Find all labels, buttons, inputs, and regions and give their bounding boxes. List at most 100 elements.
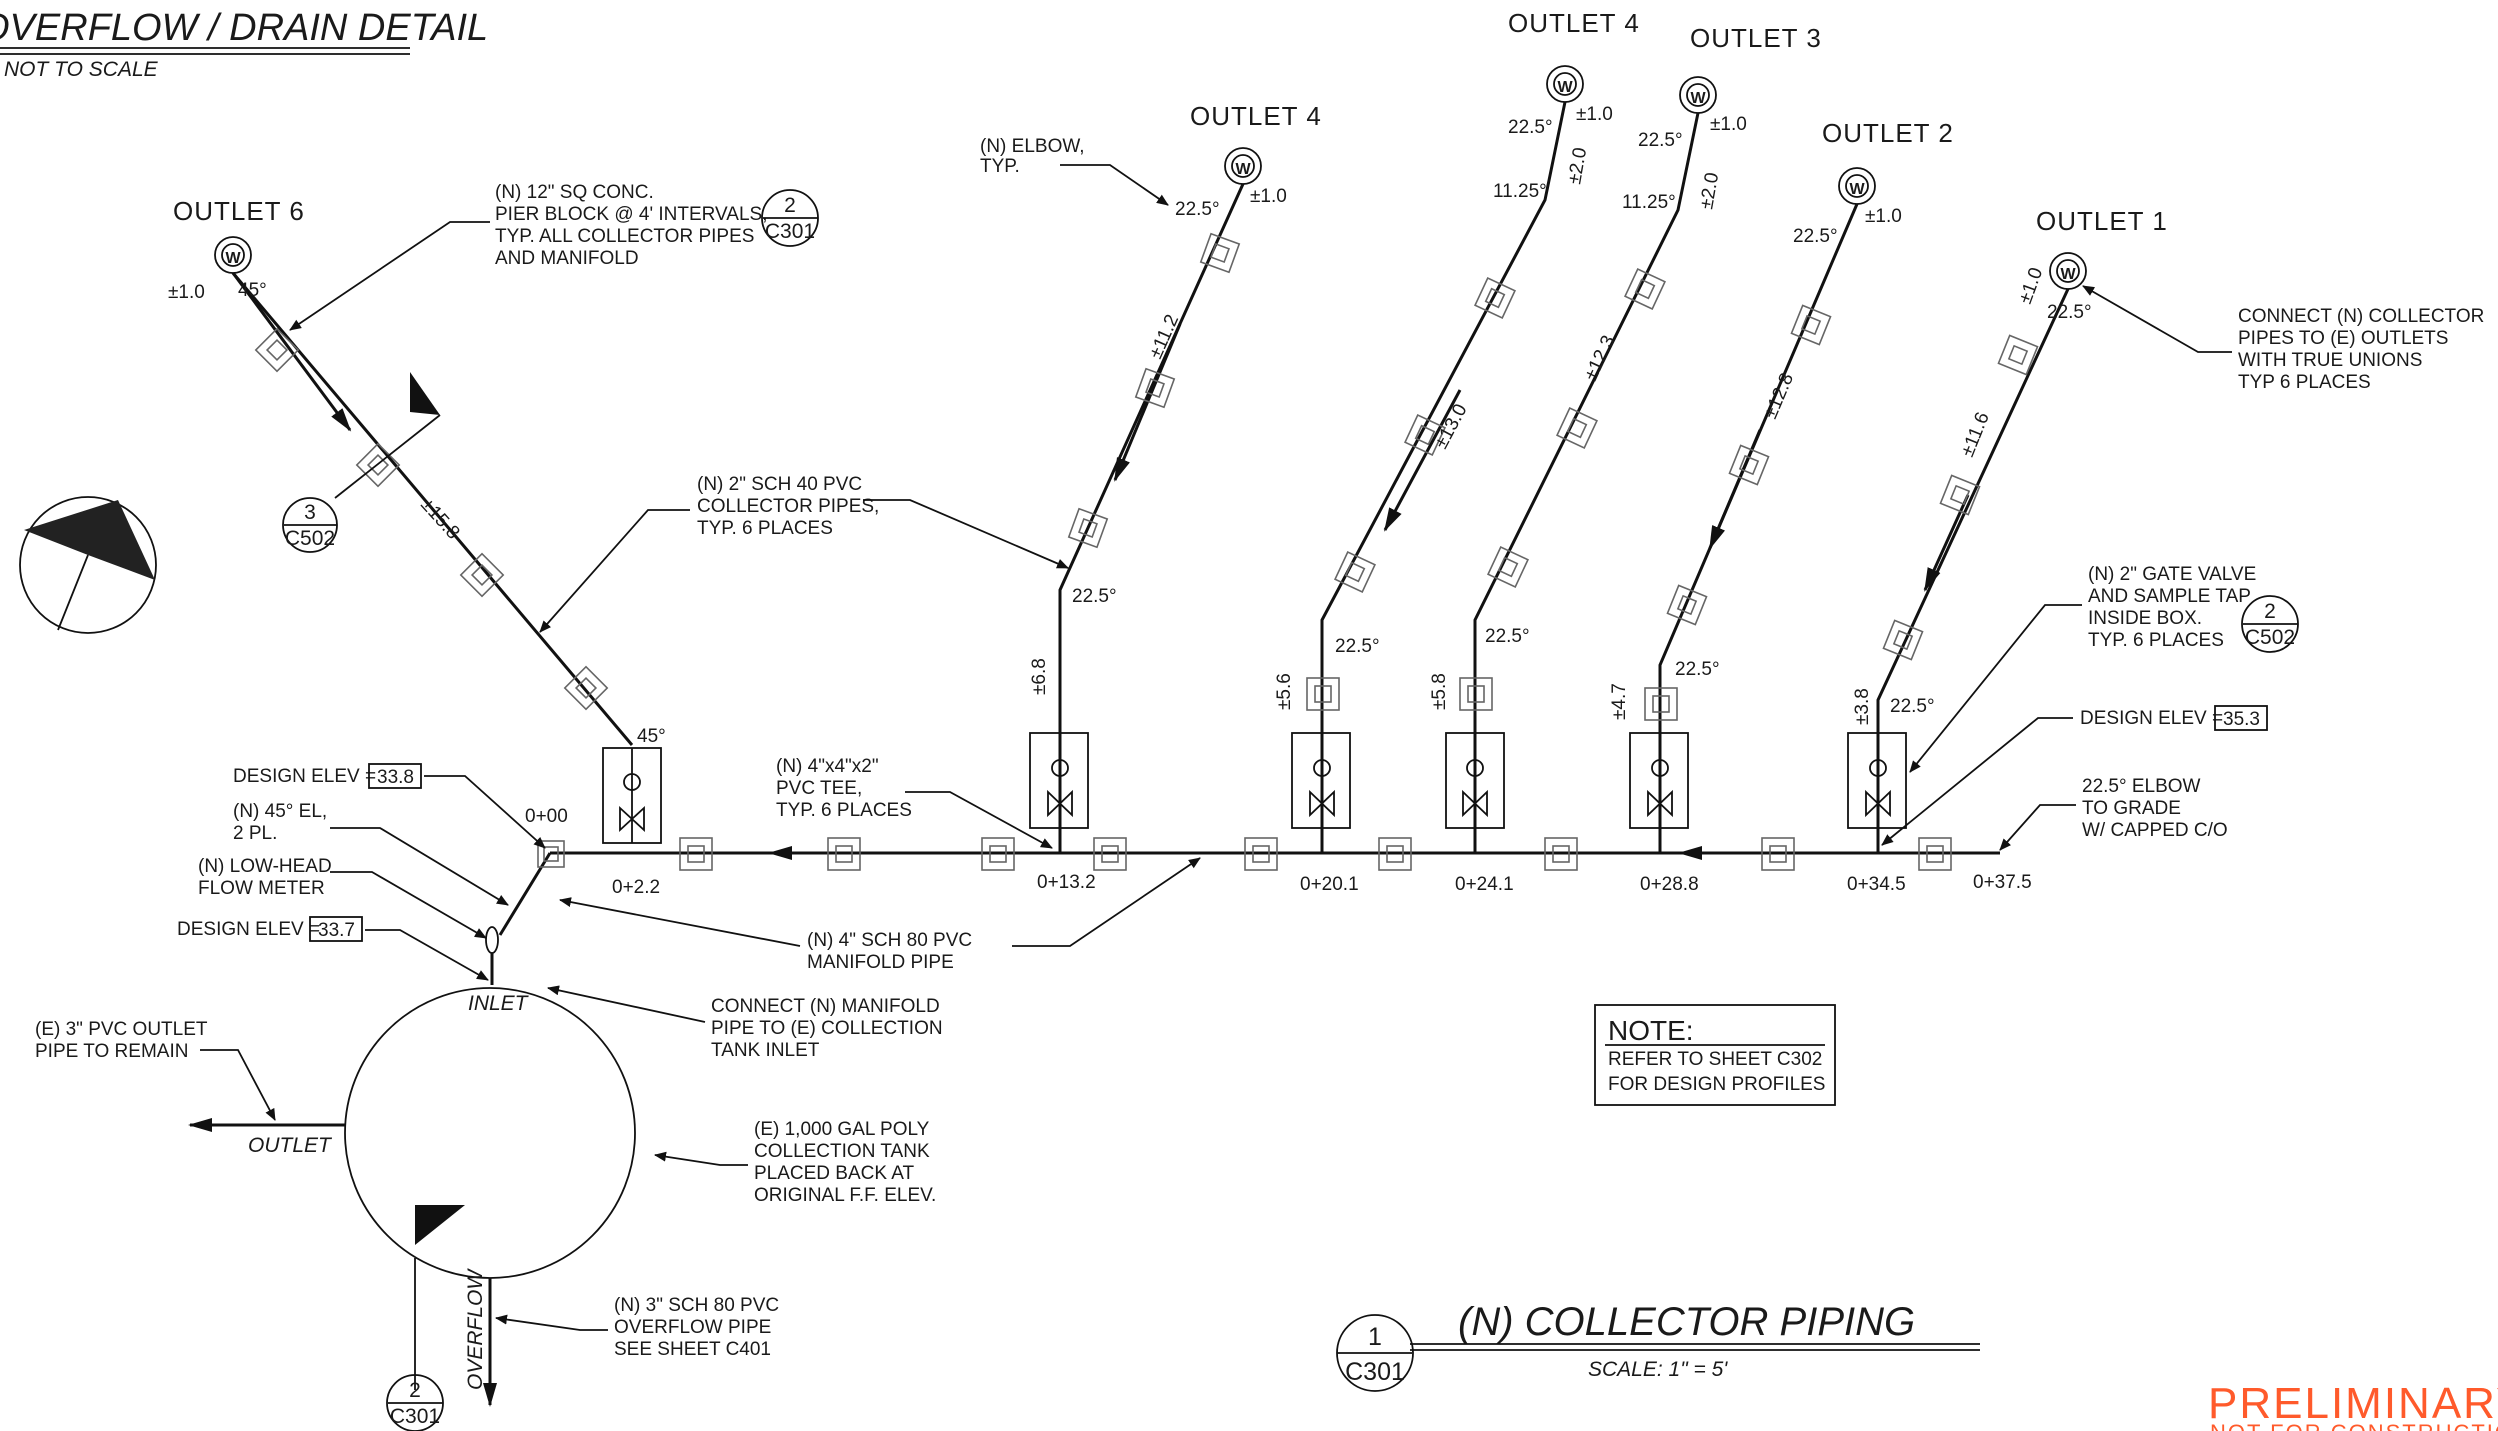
outlet-3-label: OUTLET 3 bbox=[1690, 23, 1822, 53]
svg-text:2: 2 bbox=[2264, 600, 2276, 623]
svg-text:TYP. 6 PLACES: TYP. 6 PLACES bbox=[697, 518, 833, 539]
callout-connect-manifold: CONNECT (N) MANIFOLD PIPE TO (E) COLLECT… bbox=[547, 985, 943, 1061]
svg-text:(N) 4"x4"x2": (N) 4"x4"x2" bbox=[776, 756, 879, 777]
svg-text:33.7: 33.7 bbox=[318, 920, 355, 941]
svg-text:(N) 4" SCH 80 PVC: (N) 4" SCH 80 PVC bbox=[807, 930, 972, 951]
station-labels: 0+00 0+2.2 0+13.2 0+20.1 0+24.1 0+28.8 0… bbox=[525, 806, 2032, 898]
svg-text:TANK INLET: TANK INLET bbox=[711, 1040, 820, 1061]
svg-text:C301: C301 bbox=[390, 1405, 440, 1428]
note-title: NOTE: bbox=[1608, 1015, 1694, 1046]
svg-text:±2.0: ±2.0 bbox=[1696, 171, 1723, 211]
outlet-labels: OUTLET 6 OUTLET 4 OUTLET 4 OUTLET 3 OUTL… bbox=[173, 8, 2167, 236]
collection-tank: INLET OUTLET OVERFLOW bbox=[188, 987, 636, 1407]
svg-text:±1.0: ±1.0 bbox=[1865, 206, 1902, 227]
svg-text:W/ CAPPED C/O: W/ CAPPED C/O bbox=[2082, 820, 2228, 841]
svg-text:PIPES TO (E) OUTLETS: PIPES TO (E) OUTLETS bbox=[2238, 328, 2448, 349]
svg-text:0+2.2: 0+2.2 bbox=[612, 877, 660, 898]
svg-text:TYP.: TYP. bbox=[980, 156, 1020, 177]
svg-text:22.5°: 22.5° bbox=[1485, 626, 1530, 647]
svg-text:FLOW METER: FLOW METER bbox=[198, 878, 325, 899]
manifold-pipe bbox=[485, 846, 2000, 985]
main-title-block: 1 C301 (N) COLLECTOR PIPING SCALE: 1" = … bbox=[1336, 1300, 1980, 1392]
outlet-6-branch: W 3 C502 bbox=[214, 236, 634, 746]
svg-text:W: W bbox=[225, 250, 241, 267]
valve-box-6 bbox=[602, 747, 662, 844]
main-title: (N) COLLECTOR PIPING bbox=[1458, 1300, 1915, 1344]
svg-text:(N) 12" SQ CONC.: (N) 12" SQ CONC. bbox=[495, 182, 654, 203]
not-to-scale-label: NOT TO SCALE bbox=[4, 58, 159, 81]
dimension-labels: ±1.0 45° ±15.8 45° 22.5° ±1.0 ±11.2 22.5… bbox=[168, 104, 2092, 747]
svg-text:CONNECT (N) COLLECTOR: CONNECT (N) COLLECTOR bbox=[2238, 306, 2484, 327]
svg-text:C502: C502 bbox=[2245, 626, 2295, 649]
svg-text:±6.8: ±6.8 bbox=[1029, 658, 1050, 695]
preliminary-stamp: PRELIMINARY NOT FOR CONSTRUCTION bbox=[2208, 1379, 2498, 1431]
svg-text:2: 2 bbox=[409, 1379, 421, 1402]
svg-text:C301: C301 bbox=[765, 220, 815, 243]
callout-design-elev-33-8: DESIGN ELEV = 33.8 bbox=[233, 763, 546, 849]
svg-text:±5.6: ±5.6 bbox=[1274, 673, 1295, 710]
svg-text:±5.8: ±5.8 bbox=[1429, 673, 1450, 710]
callout-collector-pipes: (N) 2" SCH 40 PVC COLLECTOR PIPES, TYP. … bbox=[539, 474, 1069, 633]
note-box: NOTE: REFER TO SHEET C302 FOR DESIGN PRO… bbox=[1594, 1004, 1836, 1106]
main-scale: SCALE: 1" = 5' bbox=[1588, 1358, 1728, 1381]
outlet-3-branch: W bbox=[1445, 76, 1717, 853]
svg-text:PLACED BACK AT: PLACED BACK AT bbox=[754, 1163, 915, 1184]
svg-text:DESIGN ELEV =: DESIGN ELEV = bbox=[2080, 708, 2223, 729]
overflow-detail-title: OVERFLOW / DRAIN DETAIL bbox=[0, 7, 488, 49]
outlet-4a-label: OUTLET 4 bbox=[1190, 101, 1322, 131]
svg-text:DESIGN ELEV =: DESIGN ELEV = bbox=[233, 766, 376, 787]
svg-text:±12.3: ±12.3 bbox=[1580, 332, 1619, 384]
svg-text:TO GRADE: TO GRADE bbox=[2082, 798, 2181, 819]
svg-text:11.25°: 11.25° bbox=[1622, 192, 1676, 213]
svg-text:±11.6: ±11.6 bbox=[1957, 409, 1994, 460]
outlet-4b-label: OUTLET 4 bbox=[1508, 8, 1640, 38]
svg-text:W: W bbox=[1235, 161, 1251, 178]
svg-text:SEE SHEET C401: SEE SHEET C401 bbox=[614, 1339, 771, 1360]
svg-text:0+20.1: 0+20.1 bbox=[1300, 874, 1359, 895]
svg-text:WITH TRUE UNIONS: WITH TRUE UNIONS bbox=[2238, 350, 2422, 371]
svg-text:22.5°: 22.5° bbox=[1890, 696, 1935, 717]
svg-text:PIPE TO (E) COLLECTION: PIPE TO (E) COLLECTION bbox=[711, 1018, 943, 1039]
svg-text:35.3: 35.3 bbox=[2223, 709, 2260, 730]
svg-text:0+34.5: 0+34.5 bbox=[1847, 874, 1906, 895]
tank-outlet-label: OUTLET bbox=[248, 1134, 333, 1157]
callout-tank: (E) 1,000 GAL POLY COLLECTION TANK PLACE… bbox=[654, 1119, 936, 1206]
tank-overflow-label: OVERFLOW bbox=[464, 1268, 487, 1390]
pier-blocks bbox=[537, 837, 1952, 871]
detail-ref-2-c301-overflow: 2 C301 bbox=[386, 1374, 444, 1431]
svg-text:CONNECT (N) MANIFOLD: CONNECT (N) MANIFOLD bbox=[711, 996, 940, 1017]
svg-text:W: W bbox=[1690, 90, 1706, 107]
svg-text:±2.0: ±2.0 bbox=[1564, 146, 1591, 186]
svg-text:(N) LOW-HEAD: (N) LOW-HEAD bbox=[198, 856, 332, 877]
callout-design-elev-35-3: DESIGN ELEV = 35.3 bbox=[1881, 705, 2268, 846]
svg-text:45°: 45° bbox=[637, 726, 666, 747]
svg-text:45°: 45° bbox=[238, 280, 267, 301]
svg-text:33.8: 33.8 bbox=[377, 767, 414, 788]
svg-text:PVC TEE,: PVC TEE, bbox=[776, 778, 862, 799]
svg-text:COLLECTION TANK: COLLECTION TANK bbox=[754, 1141, 930, 1162]
svg-text:W: W bbox=[1557, 79, 1573, 96]
svg-text:22.5°: 22.5° bbox=[1508, 117, 1553, 138]
svg-text:0+37.5: 0+37.5 bbox=[1973, 872, 2032, 893]
svg-text:22.5°: 22.5° bbox=[1175, 199, 1220, 220]
svg-text:PIPE TO REMAIN: PIPE TO REMAIN bbox=[35, 1041, 188, 1062]
svg-text:W: W bbox=[2060, 266, 2076, 283]
svg-text:3: 3 bbox=[304, 501, 316, 524]
svg-text:1: 1 bbox=[1368, 1323, 1382, 1351]
outlet-2-label: OUTLET 2 bbox=[1822, 118, 1954, 148]
svg-text:22.5°: 22.5° bbox=[1335, 636, 1380, 657]
svg-text:REFER TO SHEET C302: REFER TO SHEET C302 bbox=[1608, 1049, 1822, 1070]
svg-text:FOR DESIGN PROFILES: FOR DESIGN PROFILES bbox=[1608, 1074, 1825, 1095]
callout-elbow: (N) ELBOW, TYP. bbox=[980, 136, 1169, 206]
svg-text:2 PL.: 2 PL. bbox=[233, 823, 277, 844]
svg-text:NOT FOR CONSTRUCTION: NOT FOR CONSTRUCTION bbox=[2210, 1420, 2498, 1431]
callout-pier-block: (N) 12" SQ CONC. PIER BLOCK @ 4' INTERVA… bbox=[289, 182, 819, 331]
svg-text:(N) 45° EL,: (N) 45° EL, bbox=[233, 801, 327, 822]
svg-text:ORIGINAL F.F. ELEV.: ORIGINAL F.F. ELEV. bbox=[754, 1185, 936, 1206]
svg-text:(E) 3" PVC OUTLET: (E) 3" PVC OUTLET bbox=[35, 1019, 208, 1040]
svg-text:COLLECTOR PIPES,: COLLECTOR PIPES, bbox=[697, 496, 879, 517]
detail-ref-3-c502: 3 C502 bbox=[282, 497, 338, 553]
svg-text:±1.0: ±1.0 bbox=[1710, 114, 1747, 135]
svg-text:22.5°: 22.5° bbox=[2047, 302, 2092, 323]
